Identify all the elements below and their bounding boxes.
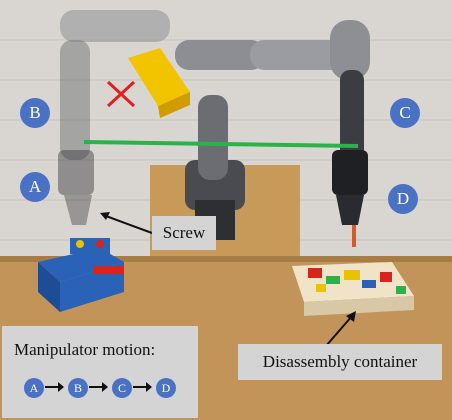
red-cross-icon [106,80,136,108]
table-edge [0,256,452,262]
obstacle-block [128,48,190,106]
screw-label: Screw [152,216,216,250]
screw-arrowhead [100,212,110,220]
waypoint-a: A [20,172,50,202]
waypoint-d: D [388,184,418,214]
waypoint-c: C [390,98,420,128]
legend-step-d: D [156,378,176,398]
green-path [83,140,359,148]
legend-title: Manipulator motion: [14,340,156,359]
legend-arrow-3 [133,382,152,392]
legend-step-a: A [24,378,44,398]
container-arrowhead [346,311,356,322]
legend-step-c: C [112,378,132,398]
legend-arrow-2 [89,382,108,392]
motion-legend: Manipulator motion: A B C D [2,326,198,418]
container-label: Disassembly container [238,344,442,380]
legend-arrow-1 [45,382,64,392]
obstacle-block-side [158,92,190,118]
robot-arm [58,10,370,247]
workpiece [38,238,124,312]
screw-arrow [105,215,153,234]
container-arrow [325,315,353,347]
legend-step-b: B [68,378,88,398]
disassembly-container [292,262,414,316]
waypoint-b: B [20,98,50,128]
